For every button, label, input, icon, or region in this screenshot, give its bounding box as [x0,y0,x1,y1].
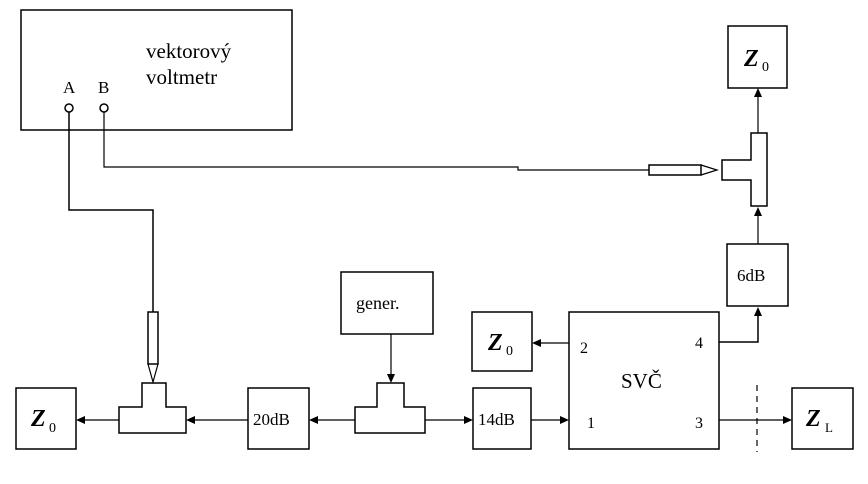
arrowhead-6db [754,307,762,316]
probe-b-body [648,164,702,176]
z0-top-symbol: Z [743,46,759,72]
zl-block [791,387,854,450]
attenuator-14db-block [472,387,532,450]
z0-mid-block [471,311,533,372]
z0-top-block [727,25,788,89]
arrowhead-z0-mid [532,339,541,347]
z0-left-block [15,387,77,450]
svc-port-3-label: 3 [695,415,703,432]
attenuator-6db-label: 6dB [737,266,765,285]
t-junction-left [118,382,187,434]
port-a-label: A [63,78,76,97]
voltmeter-label-line2: voltmetr [146,65,217,89]
probe-b-tip [700,164,720,176]
attenuator-20db-label: 20dB [253,410,290,429]
generator-label: gener. [356,293,399,313]
z0-mid-symbol: Z [487,330,503,356]
t-junction-mid [354,382,426,434]
port-b-label: B [98,78,109,97]
z0-top-subscript: 0 [762,60,769,75]
svc-port-1-label: 1 [587,415,595,432]
attenuator-14db-label: 14dB [478,410,515,429]
svc-port-4-label: 4 [695,335,703,352]
arrowhead-t-left [186,416,195,424]
z0-left-symbol: Z [30,406,46,432]
wire-port4-to-6db [719,316,759,343]
port-b-connector [99,103,109,113]
arrowhead-port1 [560,416,569,424]
probe-a-tip [147,363,159,385]
attenuator-20db-block [247,387,310,450]
arrowhead-z0-left [76,416,85,424]
zl-symbol: Z [805,406,821,432]
arrowhead-zl [783,416,792,424]
svc-port-2-label: 2 [580,340,588,357]
cable-b-to-probe [103,112,649,171]
voltmeter-label-line1: vektorový [146,39,232,63]
svc-label: SVČ [621,369,662,393]
attenuator-6db-block [726,243,789,307]
arrowhead-z0-top [754,88,762,97]
arrowhead-20db [309,416,318,424]
probe-a-body [147,311,159,365]
arrowhead-14db [464,416,473,424]
svc-coupler-block [568,311,720,450]
arrowhead-t-top [754,207,762,216]
z0-mid-subscript: 0 [506,344,513,359]
zl-subscript: L [825,420,833,435]
t-junction-top [721,132,768,207]
arrowhead-t-mid [387,374,395,383]
port-a-connector [64,103,74,113]
z0-left-subscript: 0 [49,421,56,436]
generator-block [340,271,434,335]
cable-a-to-probe [68,112,154,312]
